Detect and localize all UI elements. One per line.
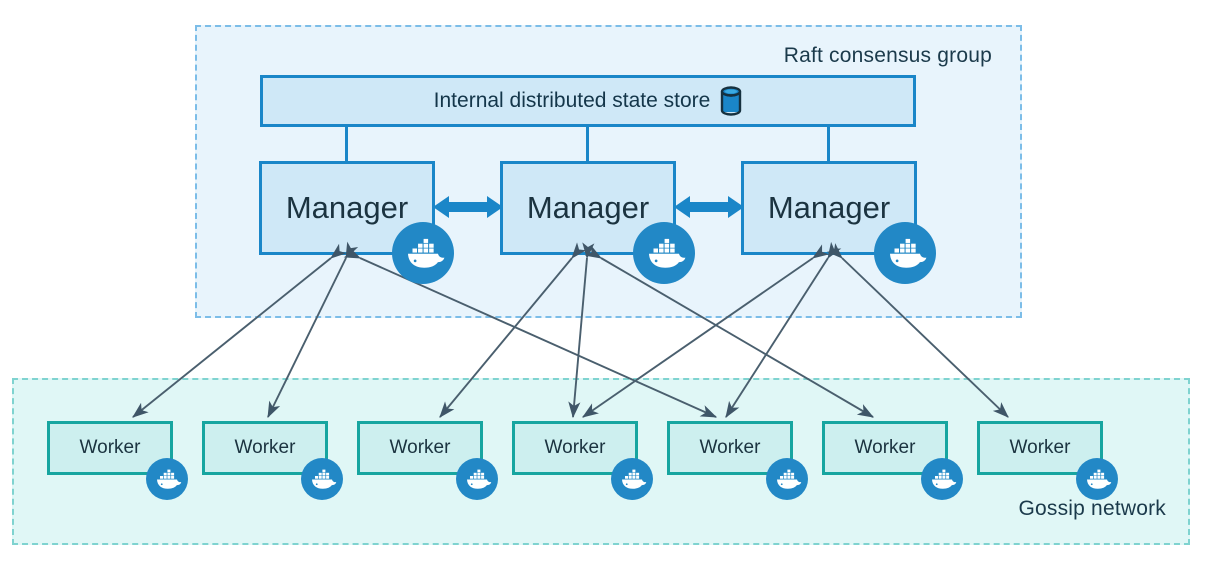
docker-whale-glyph bbox=[777, 469, 802, 489]
docker-whale-icon bbox=[1076, 458, 1118, 500]
worker-node-label: Worker bbox=[234, 437, 296, 458]
docker-whale-icon bbox=[611, 458, 653, 500]
docker-whale-glyph bbox=[157, 469, 182, 489]
database-cylinder-icon bbox=[720, 86, 742, 116]
state-store-label: Internal distributed state store bbox=[433, 89, 711, 112]
docker-whale-icon bbox=[921, 458, 963, 500]
worker-node-label: Worker bbox=[79, 437, 141, 458]
manager-peer-link-1-2 bbox=[433, 196, 503, 218]
worker-node-label: Worker bbox=[854, 437, 916, 458]
docker-whale-glyph bbox=[649, 238, 686, 268]
gossip-network-label: Gossip network bbox=[1018, 497, 1166, 520]
docker-whale-glyph bbox=[890, 238, 927, 268]
state-store-stem-manager-1 bbox=[345, 127, 348, 162]
docker-whale-icon bbox=[392, 222, 454, 284]
docker-whale-glyph bbox=[622, 469, 647, 489]
docker-whale-icon bbox=[874, 222, 936, 284]
internal-distributed-state-store-box[interactable]: Internal distributed state store bbox=[260, 75, 916, 127]
docker-whale-glyph bbox=[1087, 469, 1112, 489]
docker-whale-icon bbox=[146, 458, 188, 500]
state-store-stem-manager-2 bbox=[586, 127, 589, 162]
state-store-stem-manager-3 bbox=[827, 127, 830, 162]
worker-node-1[interactable]: Worker bbox=[47, 421, 173, 475]
docker-whale-glyph bbox=[312, 469, 337, 489]
manager-node-label: Manager bbox=[526, 190, 650, 225]
worker-node-label: Worker bbox=[699, 437, 761, 458]
manager-peer-link-2-3 bbox=[674, 196, 744, 218]
worker-node-label: Worker bbox=[1009, 437, 1071, 458]
worker-node-label: Worker bbox=[389, 437, 451, 458]
docker-whale-icon bbox=[633, 222, 695, 284]
docker-whale-glyph bbox=[467, 469, 492, 489]
raft-consensus-group-label: Raft consensus group bbox=[783, 44, 992, 67]
worker-node-label: Worker bbox=[544, 437, 606, 458]
docker-whale-icon bbox=[766, 458, 808, 500]
docker-whale-icon bbox=[301, 458, 343, 500]
worker-node-7[interactable]: Worker bbox=[977, 421, 1103, 475]
manager-node-label: Manager bbox=[285, 190, 409, 225]
manager-node-label: Manager bbox=[767, 190, 891, 225]
docker-whale-glyph bbox=[408, 238, 445, 268]
docker-whale-icon bbox=[456, 458, 498, 500]
docker-whale-glyph bbox=[932, 469, 957, 489]
